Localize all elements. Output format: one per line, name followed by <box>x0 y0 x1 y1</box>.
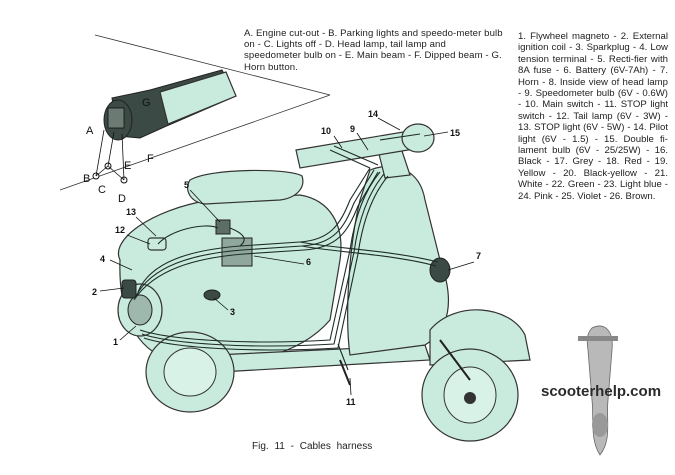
switch-positions-caption: A. Engine cut-out - B. Parking lights an… <box>244 28 503 73</box>
ignition-coil <box>121 279 137 299</box>
watermark-scooter-icon <box>578 325 618 456</box>
figure-caption: Fig. 11 - Cables harness <box>252 441 373 452</box>
switch-letter-f: F <box>147 153 154 165</box>
callout-7: 7 <box>476 251 481 261</box>
scooter-illustration <box>117 123 531 442</box>
callout-5: 5 <box>184 180 189 190</box>
switch-letter-a: A <box>86 125 94 137</box>
switch-letter-e: E <box>124 160 131 172</box>
callout-11: 11 <box>346 397 356 407</box>
callout-13: 13 <box>126 207 136 217</box>
callout-15: 15 <box>450 128 460 138</box>
callout-4: 4 <box>100 254 105 264</box>
callout-1: 1 <box>113 337 118 347</box>
callout-3: 3 <box>230 307 235 317</box>
parts-legend: 1. Flywheel magneto - 2. External igniti… <box>518 31 668 202</box>
switch-inset <box>92 69 237 184</box>
horn <box>429 257 451 283</box>
watermark-text: scooterhelp.com <box>541 383 662 400</box>
callout-14: 14 <box>368 109 378 119</box>
rectifier <box>215 219 231 235</box>
switch-letter-c: C <box>98 184 106 196</box>
switch-letter-b: B <box>83 173 90 185</box>
callout-9: 9 <box>350 124 355 134</box>
callout-leaders <box>99 117 475 396</box>
inset-divider <box>94 34 331 96</box>
seat <box>187 169 304 205</box>
inset-divider-2 <box>59 94 331 191</box>
sparkplug <box>203 289 221 301</box>
callout-10: 10 <box>321 126 331 136</box>
switch-letter-d: D <box>118 193 126 205</box>
callout-6: 6 <box>306 257 311 267</box>
cable-harness <box>133 133 439 371</box>
callout-2: 2 <box>92 287 97 297</box>
callout-12: 12 <box>115 225 125 235</box>
switch-letter-g: G <box>142 97 151 109</box>
tail-lamp <box>147 237 167 251</box>
